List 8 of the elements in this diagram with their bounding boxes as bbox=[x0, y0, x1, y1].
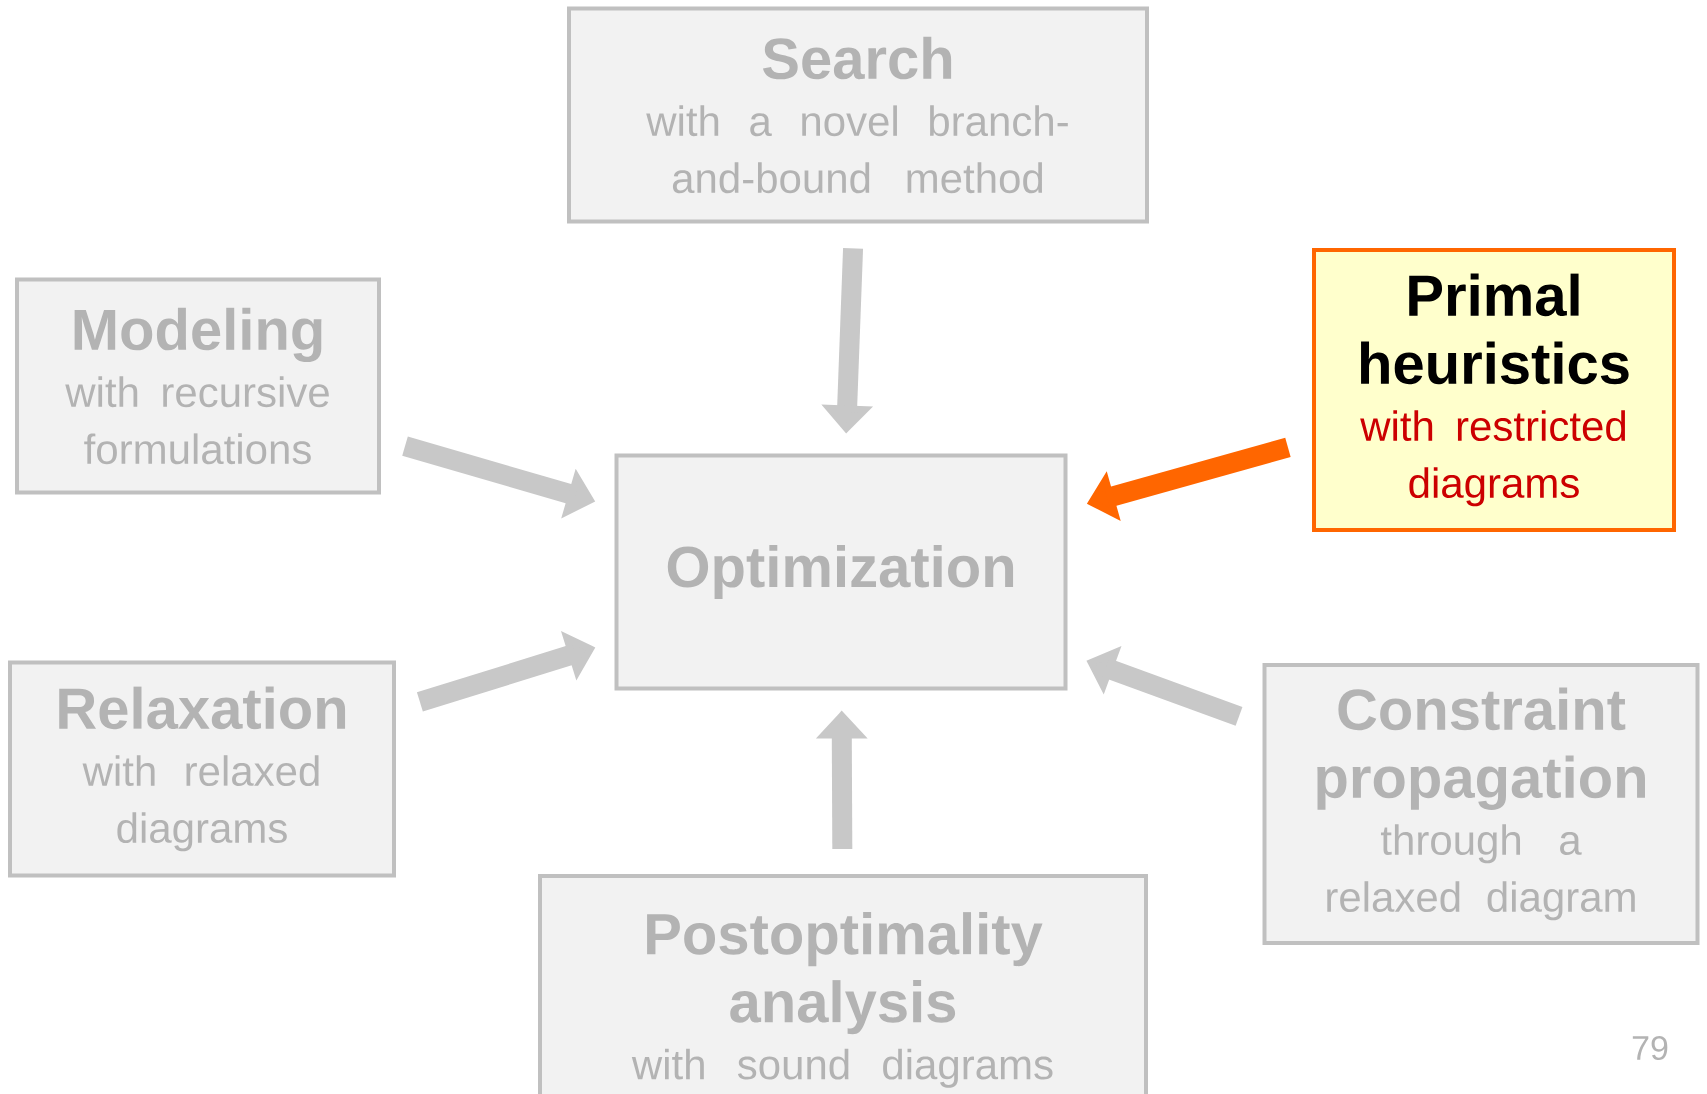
page-number: 79 bbox=[1632, 1035, 1668, 1061]
process-box: Postoptimality analysis with sound diagrams bbox=[538, 874, 1148, 1094]
process-box: Constraint propagation through a relaxed diagram bbox=[1262, 663, 1700, 945]
process-box: Optimization bbox=[614, 453, 1068, 691]
process-box: Modeling with recursive formulations bbox=[15, 277, 381, 495]
process-box: Primal heuristics with restricted diagrams bbox=[1312, 248, 1676, 532]
process-box: Relaxation with relaxed diagrams bbox=[8, 660, 396, 878]
process-box: Search with a novel branch-and-bound method bbox=[567, 6, 1149, 224]
